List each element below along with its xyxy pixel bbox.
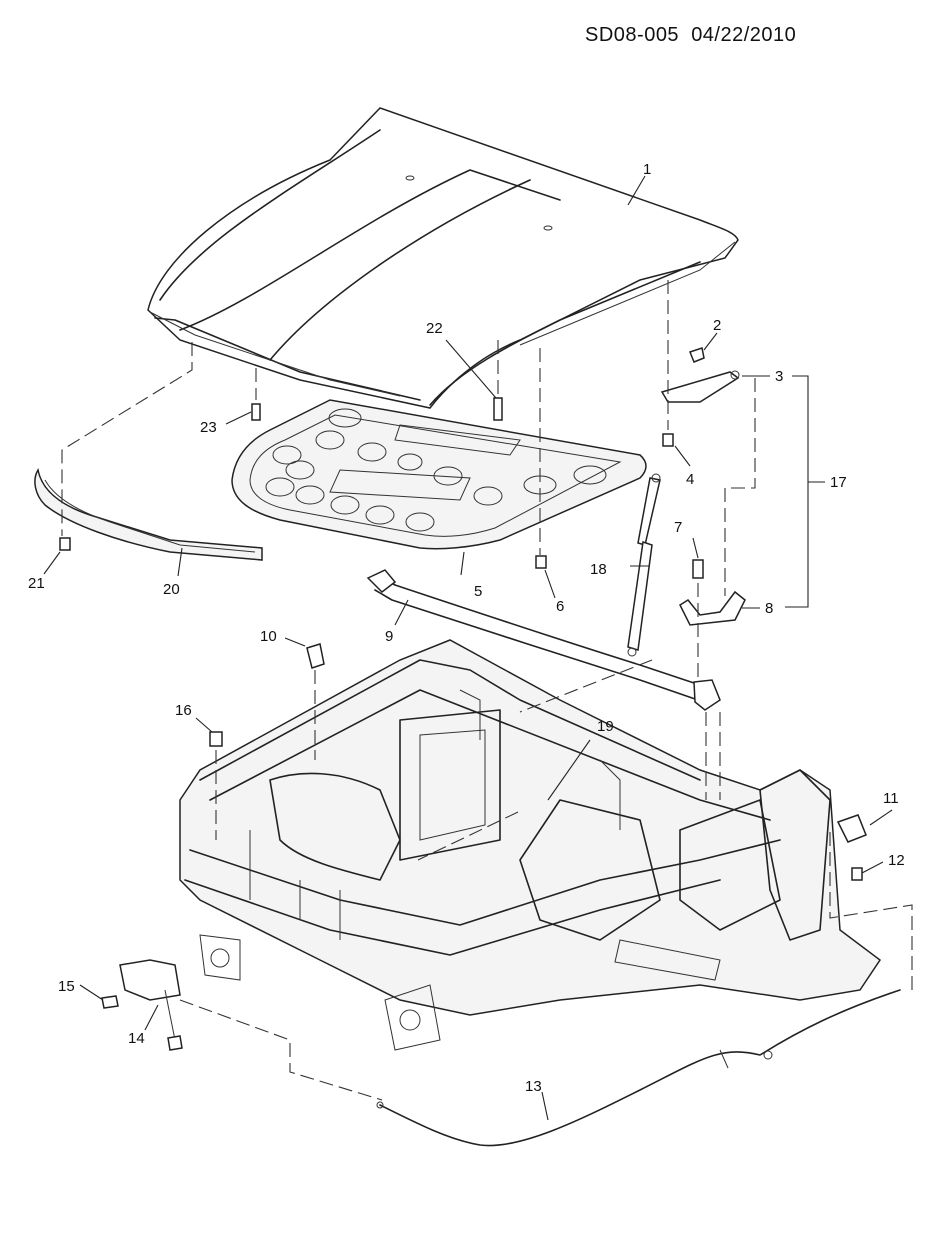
hood-inner-panel xyxy=(231,399,647,550)
diagram-code: SD08-005 xyxy=(585,24,680,46)
callout-13: 13 xyxy=(525,1078,542,1095)
callout-5: 5 xyxy=(474,583,482,600)
callout-9: 9 xyxy=(385,628,393,645)
callout-10: 10 xyxy=(260,628,277,645)
leader-lines xyxy=(43,175,893,1121)
callout-21: 21 xyxy=(28,575,45,592)
alignment-lines xyxy=(61,280,913,1101)
hood-hinge-lower xyxy=(679,590,746,626)
hood-latch xyxy=(119,959,183,1051)
hood-hinge-upper xyxy=(660,370,740,403)
diagram-header: SD08-005 04/22/2010 xyxy=(585,24,915,47)
callout-12: 12 xyxy=(888,852,905,869)
fastener-4-nut xyxy=(662,433,674,447)
hood-panel xyxy=(147,107,739,409)
callout-4: 4 xyxy=(686,471,694,488)
callout-20: 20 xyxy=(163,581,180,598)
callout-16: 16 xyxy=(175,702,192,719)
hood-lift-strut xyxy=(627,473,661,657)
fastener-15-bolt xyxy=(101,995,119,1009)
fastener-6-clip xyxy=(535,555,547,569)
front-end-structure xyxy=(179,639,882,1051)
callout-1: 1 xyxy=(643,161,651,178)
hood-release-cable xyxy=(376,989,901,1147)
fastener-2-bolt xyxy=(689,347,705,363)
diagram-date: 04/22/2010 xyxy=(691,24,797,46)
callout-22: 22 xyxy=(426,320,443,337)
callout-18: 18 xyxy=(590,561,607,578)
fastener-12-bolt xyxy=(851,867,863,881)
callout-labels: 1 2 3 4 5 6 7 8 9 10 11 12 13 14 15 16 1… xyxy=(28,161,905,1095)
callout-6: 6 xyxy=(556,598,564,615)
callout-14: 14 xyxy=(128,1030,145,1047)
hood-bumper-10 xyxy=(306,643,325,669)
cable-clip-11 xyxy=(836,814,867,843)
callout-2: 2 xyxy=(713,317,721,334)
hood-support-rod xyxy=(366,569,721,711)
hood-weatherstrip xyxy=(34,467,263,561)
fastener-7-bolt xyxy=(692,559,704,579)
callout-23: 23 xyxy=(200,419,217,436)
callout-7: 7 xyxy=(674,519,682,536)
fastener-21-clip xyxy=(59,537,71,551)
fastener-23-stud xyxy=(251,403,261,421)
callout-8: 8 xyxy=(765,600,773,617)
callout-3: 3 xyxy=(775,368,783,385)
callout-11: 11 xyxy=(883,790,899,807)
fastener-22-stud xyxy=(493,397,503,421)
callout-17: 17 xyxy=(830,474,847,491)
fastener-16-bolt xyxy=(209,731,223,747)
callout-19: 19 xyxy=(597,718,614,735)
callout-15: 15 xyxy=(58,978,75,995)
